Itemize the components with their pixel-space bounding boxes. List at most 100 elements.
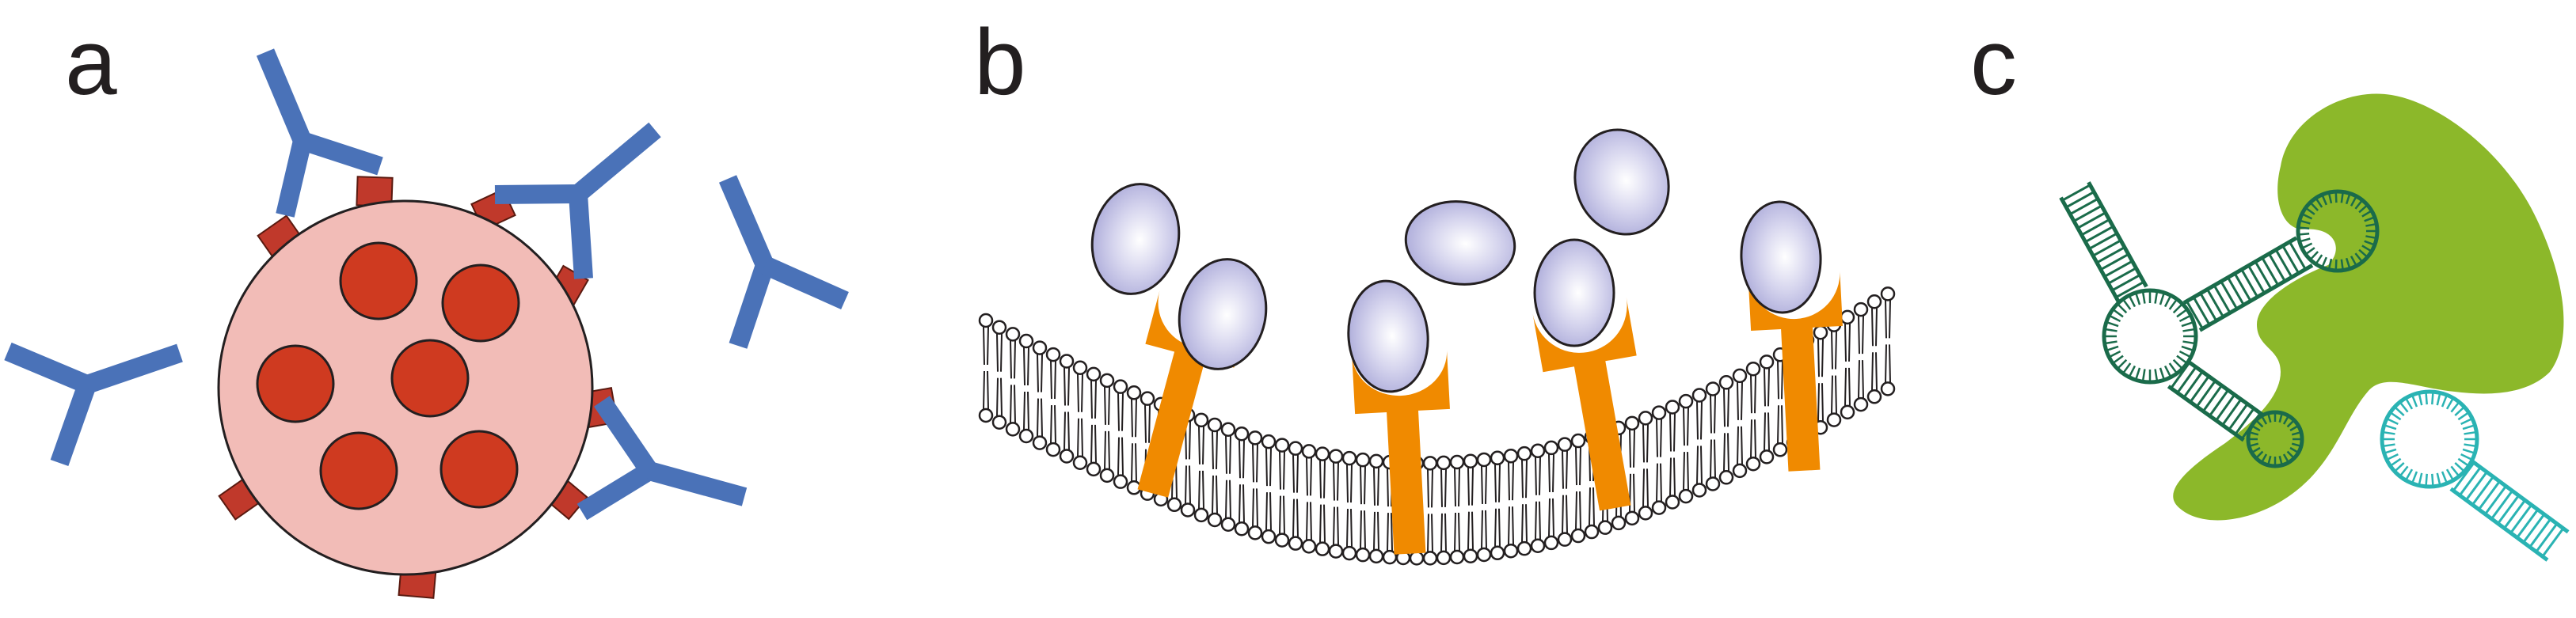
lipid-head bbox=[1220, 517, 1236, 532]
aptamer-base bbox=[2454, 462, 2465, 472]
aptamer-loop bbox=[2380, 389, 2479, 489]
aptamer-icon bbox=[2059, 181, 2380, 468]
lipid-head bbox=[1866, 294, 1882, 309]
aptamer-base bbox=[2289, 446, 2300, 454]
lipid-tail bbox=[1669, 457, 1672, 496]
lipid-bilayer-icon bbox=[978, 286, 1896, 566]
lipid-head bbox=[1166, 497, 1182, 513]
panel-a-label: a bbox=[65, 10, 117, 115]
aptamer-basepair bbox=[2061, 184, 2091, 202]
antibody-icon bbox=[299, 131, 383, 176]
aptamer-base bbox=[2321, 256, 2328, 268]
ligand-icon bbox=[1740, 200, 1822, 314]
lipid-head bbox=[1355, 547, 1371, 563]
lipid-tail bbox=[1292, 499, 1295, 537]
lipid-tail bbox=[1229, 435, 1231, 474]
aptamer-base bbox=[2382, 430, 2395, 435]
lipid-tail bbox=[1875, 308, 1878, 347]
lipid-tail bbox=[1723, 433, 1726, 472]
aptamer-base bbox=[2304, 247, 2315, 256]
aptamer-basepair bbox=[2209, 389, 2229, 417]
lipid-tail bbox=[1067, 367, 1070, 406]
lipid-tail bbox=[1767, 412, 1770, 451]
ligand-icon bbox=[1404, 200, 1516, 286]
lipid-head bbox=[1463, 453, 1478, 468]
lipid-tail bbox=[1494, 508, 1497, 547]
aptamer-basepair bbox=[2115, 281, 2144, 299]
aptamer-base bbox=[2394, 406, 2405, 416]
lipid-tail bbox=[1539, 501, 1541, 540]
lipid-tail bbox=[1471, 467, 1474, 506]
target-protein-icon bbox=[2173, 93, 2564, 521]
aptamer-base bbox=[2460, 417, 2473, 426]
lipid-tail bbox=[1054, 361, 1056, 400]
lipid-head bbox=[991, 320, 1007, 335]
lipid-tail bbox=[1575, 447, 1577, 486]
aptamer-basepair bbox=[2541, 527, 2565, 558]
lipid-tail bbox=[1498, 508, 1501, 547]
lipid-tail bbox=[1296, 454, 1299, 493]
lipid-tail bbox=[1431, 469, 1433, 508]
aptamer-basepair bbox=[2199, 292, 2218, 322]
lipid-tail bbox=[1737, 381, 1739, 420]
aptamer-base bbox=[2117, 358, 2128, 370]
aptamer-base bbox=[2361, 210, 2372, 218]
aptamer-base bbox=[2386, 453, 2399, 461]
lipid-tail bbox=[1714, 439, 1716, 478]
aptamer-base bbox=[2354, 252, 2364, 263]
aptamer-base bbox=[2364, 216, 2376, 222]
lipid-tail bbox=[1548, 453, 1551, 492]
aptamer-base bbox=[2248, 430, 2259, 436]
lipid-tail bbox=[1579, 447, 1581, 486]
aptamer-basepair bbox=[2195, 380, 2216, 408]
lipid-tail bbox=[1777, 361, 1779, 400]
lipid-head bbox=[1234, 521, 1250, 536]
lipid-tail bbox=[1346, 464, 1349, 503]
lipid-tail bbox=[1512, 462, 1514, 501]
aptamer-base bbox=[2172, 303, 2183, 314]
aptamer-basepair bbox=[2268, 252, 2286, 282]
aptamer-base bbox=[2450, 401, 2460, 413]
lipid-tail bbox=[1885, 300, 1887, 339]
aptamer-basepair bbox=[2221, 398, 2243, 427]
aptamer-base bbox=[2278, 455, 2284, 466]
lipid-tail bbox=[1094, 380, 1097, 419]
aptamer-basepair bbox=[2189, 375, 2210, 403]
receptor-icon bbox=[1532, 297, 1637, 511]
lipid-tail bbox=[1319, 504, 1322, 543]
lipid-tail bbox=[1673, 457, 1676, 496]
ligand-icon bbox=[1090, 183, 1181, 295]
lipid-tail bbox=[1777, 405, 1779, 444]
aptamer-base bbox=[2436, 472, 2441, 486]
aptamer-basepair bbox=[2192, 296, 2211, 326]
aptamer-base bbox=[2457, 457, 2470, 467]
aptamer-base bbox=[2163, 294, 2172, 308]
lipid-head bbox=[1584, 524, 1600, 540]
lipid-head bbox=[1516, 445, 1532, 461]
aptamer-basepair bbox=[2227, 276, 2245, 306]
lipid-head bbox=[1072, 360, 1088, 375]
aptamer-base bbox=[2309, 251, 2319, 261]
lipid-tail bbox=[1575, 491, 1577, 530]
aptamer-base bbox=[2350, 195, 2357, 207]
lipid-head bbox=[1288, 441, 1303, 456]
lipid-head bbox=[1570, 528, 1586, 544]
aptamer-base bbox=[2255, 419, 2264, 428]
aptamer-base bbox=[2327, 191, 2333, 204]
aptamer-base bbox=[2159, 367, 2166, 381]
ligand-icon bbox=[1573, 128, 1670, 236]
lipid-head bbox=[1018, 333, 1034, 349]
lipid-tail bbox=[1848, 367, 1851, 406]
aptamer-base bbox=[2457, 411, 2470, 421]
aptamer-base bbox=[2315, 254, 2323, 265]
lipid-head bbox=[1355, 452, 1371, 468]
panel-a bbox=[4, 48, 849, 599]
aptamer-basepair bbox=[2281, 245, 2300, 275]
aptamer-base bbox=[2364, 240, 2376, 246]
aptamer-basepair bbox=[2240, 268, 2259, 298]
lipid-tail bbox=[1360, 466, 1362, 505]
receptor-icon bbox=[1137, 290, 1249, 498]
inclusion-icon bbox=[439, 430, 519, 509]
lipid-head bbox=[1745, 456, 1761, 472]
